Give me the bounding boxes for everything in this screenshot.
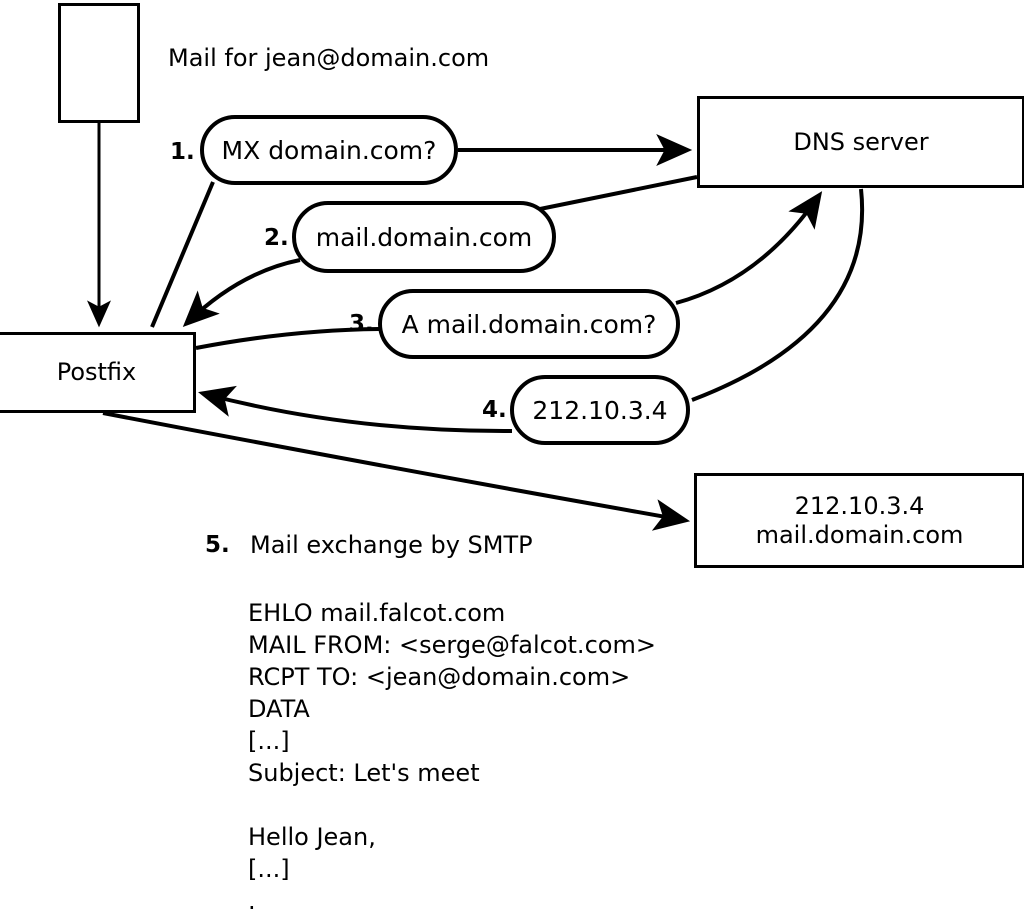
smtp-transcript-line: . — [248, 887, 256, 915]
arrow-mx-answer-to-postfix — [182, 258, 301, 327]
arrow-postfix-to-target — [102, 411, 691, 531]
arrow-dns-to-a-answer — [691, 188, 865, 402]
smtp-transcript-line: [...] — [248, 855, 290, 883]
step-1-pill-label: MX domain.com? — [221, 135, 437, 165]
smtp-transcript-line: MAIL FROM: <serge@falcot.com> — [248, 631, 656, 659]
step-1-number: 1. — [170, 139, 195, 165]
mail-envelope-icon — [58, 3, 140, 123]
step-1-pill-mx-query[interactable]: MX domain.com? — [200, 115, 458, 185]
node-target-hostname: mail.domain.com — [755, 520, 964, 549]
step-3-number: 3. — [349, 311, 374, 337]
step-3-pill-label: A mail.domain.com? — [401, 309, 657, 339]
node-target-mail-server[interactable]: 212.10.3.4 mail.domain.com — [694, 473, 1024, 568]
smtp-transcript-line: RCPT TO: <jean@domain.com> — [248, 663, 631, 691]
node-dns-server[interactable]: DNS server — [697, 96, 1024, 188]
step-5-label: Mail exchange by SMTP — [250, 531, 533, 559]
step-2-number: 2. — [264, 225, 289, 251]
arrow-a-query-to-dns — [675, 191, 823, 305]
smtp-transcript-line — [248, 789, 656, 821]
step-2-pill-label: mail.domain.com — [315, 222, 533, 252]
step-3-pill-a-query[interactable]: A mail.domain.com? — [378, 289, 680, 359]
node-target-ip: 212.10.3.4 — [794, 492, 925, 521]
mail-for-note: Mail for jean@domain.com — [168, 44, 490, 72]
arrow-postfix-to-mx-query — [150, 181, 215, 328]
smtp-transcript-line: [...] — [248, 727, 290, 755]
step-4-pill-label: 212.10.3.4 — [532, 395, 668, 425]
arrow-a-answer-to-postfix — [198, 385, 513, 434]
smtp-transcript-line: Subject: Let's meet — [248, 759, 480, 787]
step-4-pill-a-answer[interactable]: 212.10.3.4 — [510, 375, 690, 445]
smtp-transcript-line: DATA — [248, 695, 310, 723]
arrow-postfix-to-a-query — [195, 327, 380, 350]
smtp-transcript-line: Hello Jean, — [248, 823, 376, 851]
node-postfix[interactable]: Postfix — [0, 332, 196, 413]
step-2-pill-mx-answer[interactable]: mail.domain.com — [292, 201, 556, 273]
smtp-transcript-line: EHLO mail.falcot.com — [248, 599, 506, 627]
node-dns-server-label: DNS server — [793, 127, 929, 156]
arrow-dns-to-mx-answer — [539, 175, 698, 211]
node-postfix-label: Postfix — [56, 358, 137, 387]
step-4-number: 4. — [482, 397, 507, 423]
step-5-number: 5. — [205, 532, 230, 558]
